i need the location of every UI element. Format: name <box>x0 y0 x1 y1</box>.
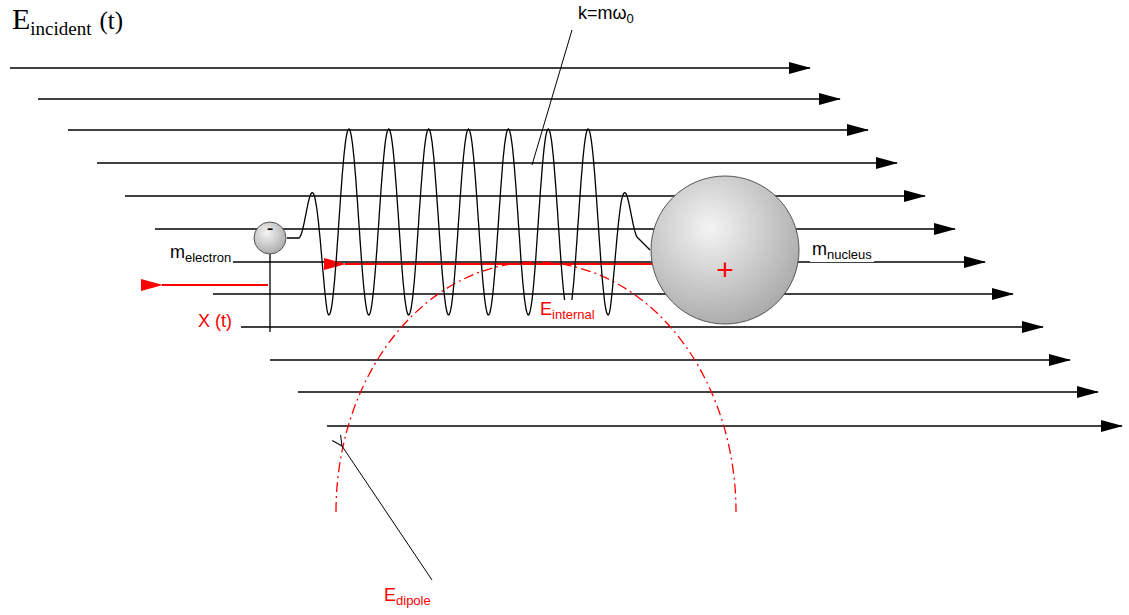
dipole-leader <box>342 446 432 580</box>
incident-field-lines <box>10 68 1122 426</box>
subscript-text: incident <box>30 18 91 39</box>
charge-sign: + <box>716 255 734 325</box>
nucleus-sphere: + <box>650 175 800 325</box>
subscript-text: dipole <box>396 593 431 608</box>
symbol-text: X (t) <box>198 311 232 331</box>
internal-field-arrow <box>345 263 655 265</box>
subscript-text: internal <box>552 307 595 322</box>
subscript-text: nucleus <box>827 247 872 262</box>
symbol-text: m <box>812 239 827 259</box>
symbol-text: (t) <box>100 7 124 34</box>
electron-sphere: - <box>253 221 287 255</box>
spring-constant-label: k=mω0 <box>576 4 636 26</box>
sphere-outline <box>650 175 800 325</box>
symbol-text: E <box>540 299 552 319</box>
symbol-text: k=mω <box>578 3 627 23</box>
dipole-field-label: Edipole <box>382 586 433 608</box>
subscript-text: electron <box>185 250 231 265</box>
incident-field-label: Eincident (t) <box>10 2 125 40</box>
charge-sign: - <box>267 218 274 255</box>
displacement-marker <box>269 250 270 332</box>
displacement-label: X (t) <box>196 312 234 332</box>
spring-coil <box>287 129 650 315</box>
symbol-text: E <box>384 585 396 605</box>
internal-field-label: Einternal <box>538 300 597 322</box>
symbol-text: m <box>170 242 185 262</box>
electron-mass-label: melectron <box>168 243 233 265</box>
displacement-arrow <box>162 284 268 286</box>
symbol-text: E <box>12 2 30 35</box>
subscript-text: 0 <box>627 11 634 26</box>
nucleus-mass-label: mnucleus <box>810 240 874 262</box>
